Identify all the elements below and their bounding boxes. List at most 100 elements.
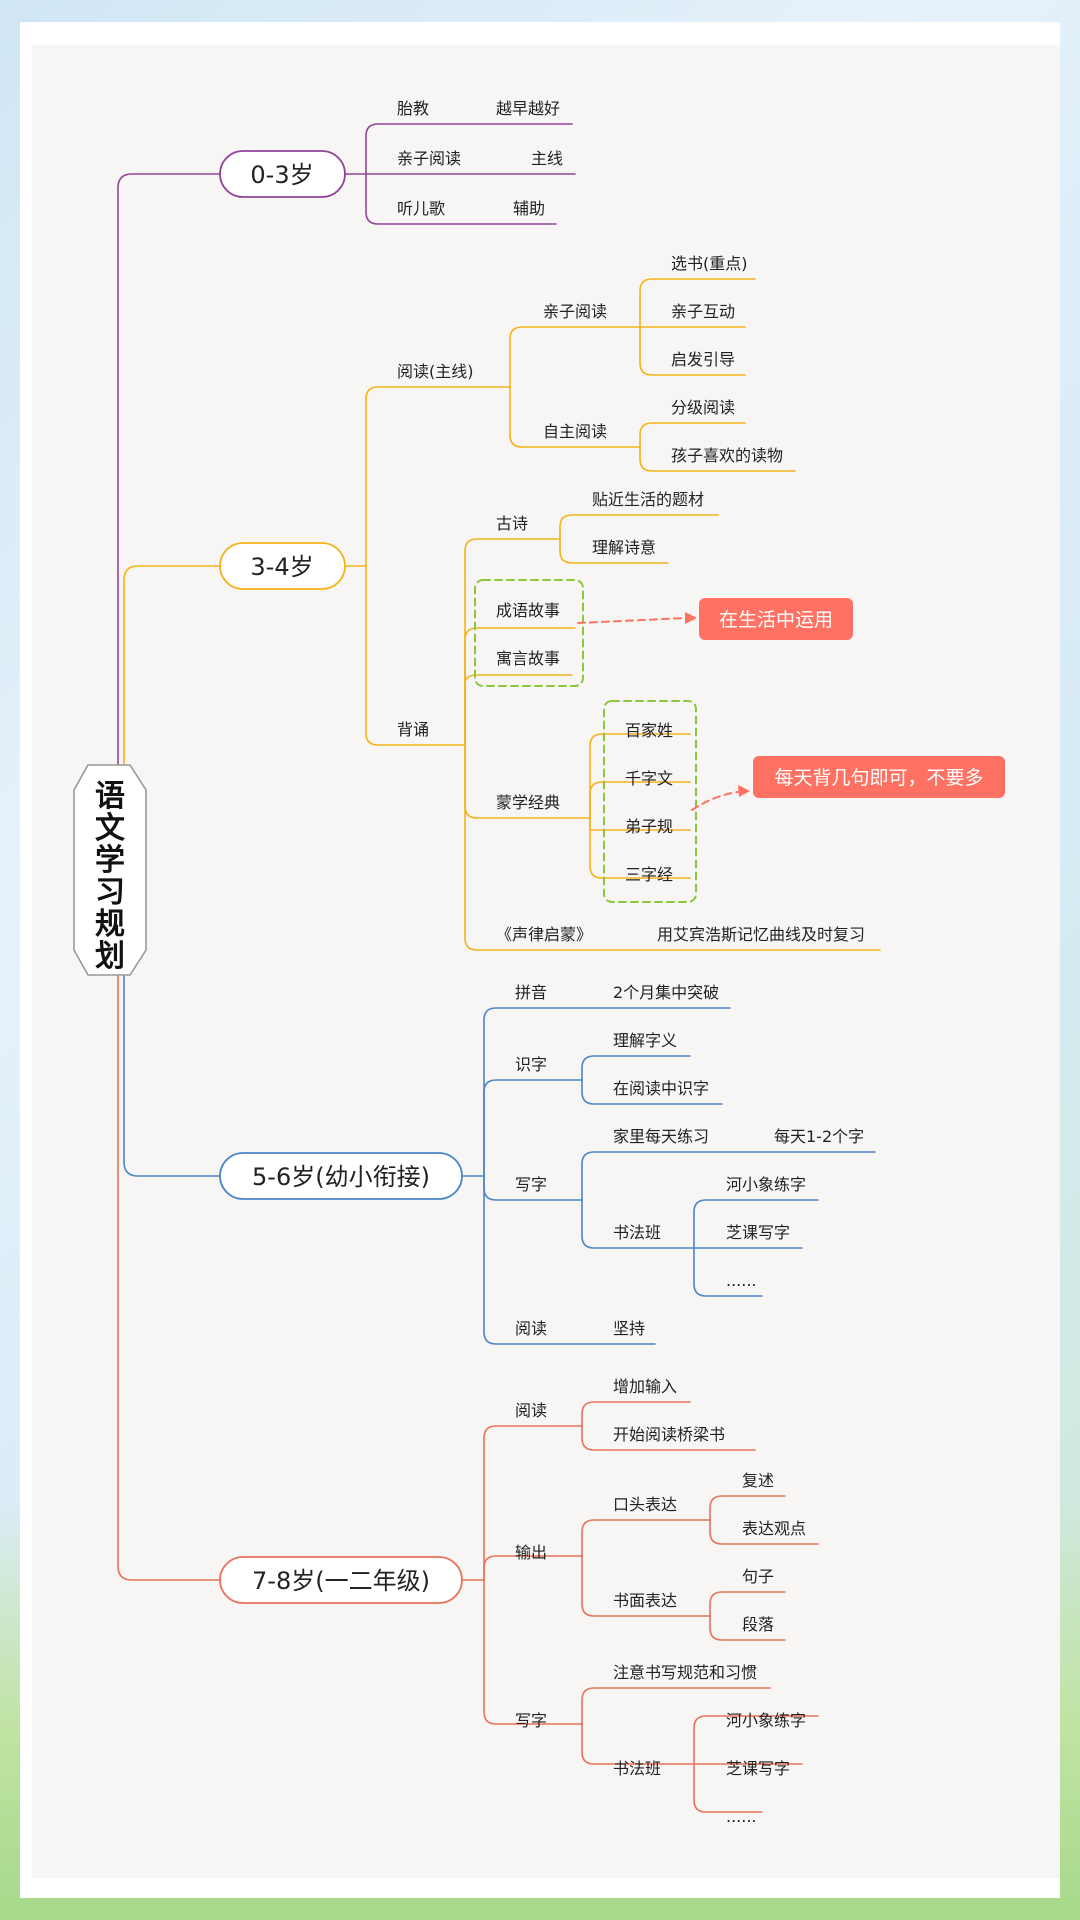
edge-s3-oral2 xyxy=(709,1519,819,1545)
edge-s1-recite xyxy=(365,565,466,746)
stage-label: 0-3岁 xyxy=(250,161,313,189)
topic-label: 在阅读中识字 xyxy=(613,1079,709,1098)
edge-s1-rhyme xyxy=(464,744,881,951)
note-callout-recite xyxy=(753,756,1005,798)
topic-label: 写字 xyxy=(515,1175,547,1194)
edge-s1-c4 xyxy=(589,817,691,879)
root-node xyxy=(73,764,147,976)
edge-s1-p1 xyxy=(639,278,756,328)
edge-s3-read2 xyxy=(581,1425,756,1451)
topic-label: 百家姓 xyxy=(625,721,673,740)
edge-s3-read1 xyxy=(581,1401,691,1427)
note-text: 每天背几句即可，不要多 xyxy=(774,767,983,789)
edge-s1-parent xyxy=(509,326,641,388)
topic-label: 《声律启蒙》 xyxy=(496,925,592,944)
topic-label: 输出 xyxy=(515,1543,547,1562)
topic-label: 理解字义 xyxy=(613,1031,677,1050)
topic-label: 复述 xyxy=(742,1471,774,1490)
root-char: 习 xyxy=(95,875,125,910)
topic-label: 主线 xyxy=(531,149,563,168)
edge-s3-class xyxy=(581,1723,695,1765)
topic-label: 亲子阅读 xyxy=(543,302,607,321)
topic-label: 胎教 xyxy=(397,99,429,118)
arrow-to-note1 xyxy=(577,617,687,624)
topic-label: 听儿歌 xyxy=(397,199,445,218)
edge-s3-w2 xyxy=(709,1615,786,1641)
edge-s2-cl1 xyxy=(693,1199,819,1249)
edge-s1-a2 xyxy=(639,446,796,472)
note-text: 在生活中运用 xyxy=(719,609,833,631)
topic-label: 孩子喜欢的读物 xyxy=(671,446,783,465)
topic-label: 每天1-2个字 xyxy=(774,1127,864,1146)
edge-s1-c1 xyxy=(589,733,691,819)
topic-label: 成语故事 xyxy=(496,601,560,620)
group-box-classics xyxy=(603,700,697,903)
stage-node-3-4 xyxy=(219,542,346,590)
arrow-head-note1 xyxy=(685,612,697,624)
edge-s3-cl3 xyxy=(693,1763,763,1813)
edge-s2-class xyxy=(581,1199,695,1249)
edge-root-s1 xyxy=(123,565,221,766)
stage-label: 7-8岁(一二年级) xyxy=(252,1567,430,1595)
edge-s1-poem2 xyxy=(559,538,669,564)
stage-node-5-6 xyxy=(219,1152,463,1200)
arrow-to-note2 xyxy=(691,791,739,811)
topic-label: 阅读(主线) xyxy=(397,362,474,381)
edge-s1-c2 xyxy=(589,781,691,819)
root-char: 语 xyxy=(95,779,125,814)
edge-s3-write xyxy=(483,1579,583,1725)
topic-label: 贴近生活的题材 xyxy=(592,490,704,509)
topic-label: 千字文 xyxy=(625,769,673,788)
edge-s3-write1 xyxy=(581,1687,771,1725)
topic-label: 背诵 xyxy=(397,720,429,739)
stage-node-0-3 xyxy=(219,150,346,198)
edge-s1-poem xyxy=(464,538,561,746)
topic-label: 坚持 xyxy=(613,1319,645,1338)
edge-s1-poem1 xyxy=(559,514,719,540)
edge-s3-written xyxy=(581,1555,711,1617)
stage-label: 5-6岁(幼小衔接) xyxy=(252,1163,430,1191)
edge-s3-oral1 xyxy=(709,1495,786,1521)
mindmap-canvas xyxy=(32,45,1060,1878)
topic-label: 三字经 xyxy=(625,865,673,884)
topic-label: 亲子阅读 xyxy=(397,149,461,168)
topic-label: 识字 xyxy=(515,1055,547,1074)
stage-label: 3-4岁 xyxy=(250,553,313,581)
edge-s2-read xyxy=(483,1175,656,1345)
arrow-head-note2 xyxy=(738,785,750,797)
topic-label: 古诗 xyxy=(496,514,528,533)
topic-label: 注意书写规范和习惯 xyxy=(613,1663,757,1682)
topic-label: 阅读 xyxy=(515,1319,547,1338)
root-char: 学 xyxy=(95,843,125,878)
root-char: 文 xyxy=(95,811,125,846)
topic-label: 分级阅读 xyxy=(671,398,735,417)
topic-label: 书法班 xyxy=(613,1759,661,1778)
topic-label: 口头表达 xyxy=(613,1495,677,1514)
topic-label: 理解诗意 xyxy=(592,538,656,557)
edge-s2-shizi xyxy=(483,1079,583,1177)
stage-node-7-8 xyxy=(219,1556,463,1604)
topic-label: 增加输入 xyxy=(613,1377,677,1396)
edge-s3-output xyxy=(483,1555,583,1581)
edge-s1-a1 xyxy=(639,422,746,448)
topic-label: 自主阅读 xyxy=(543,422,607,441)
topic-label: 河小象练字 xyxy=(726,1175,806,1194)
topic-label: 亲子互动 xyxy=(671,302,735,321)
topic-label: 选书(重点) xyxy=(671,254,748,273)
topic-label: 书面表达 xyxy=(613,1591,677,1610)
topic-label: 启发引导 xyxy=(671,350,735,369)
edge-s3-w1 xyxy=(709,1591,786,1617)
topic-label: 2个月集中突破 xyxy=(613,983,719,1002)
topic-label: 家里每天练习 xyxy=(613,1127,709,1146)
edge-s2-shizi1 xyxy=(581,1055,691,1081)
topic-label: ...... xyxy=(726,1807,757,1826)
topic-label: 拼音 xyxy=(515,983,547,1002)
topic-label: 阅读 xyxy=(515,1401,547,1420)
topic-label: 弟子规 xyxy=(625,817,673,836)
topic-label: 芝课写字 xyxy=(726,1759,790,1778)
topic-label: 河小象练字 xyxy=(726,1711,806,1730)
edge-s0-t3 xyxy=(365,173,557,225)
note-callout-apply xyxy=(699,598,853,640)
edge-s1-self xyxy=(509,386,641,448)
topic-label: 用艾宾浩斯记忆曲线及时复习 xyxy=(657,925,865,944)
